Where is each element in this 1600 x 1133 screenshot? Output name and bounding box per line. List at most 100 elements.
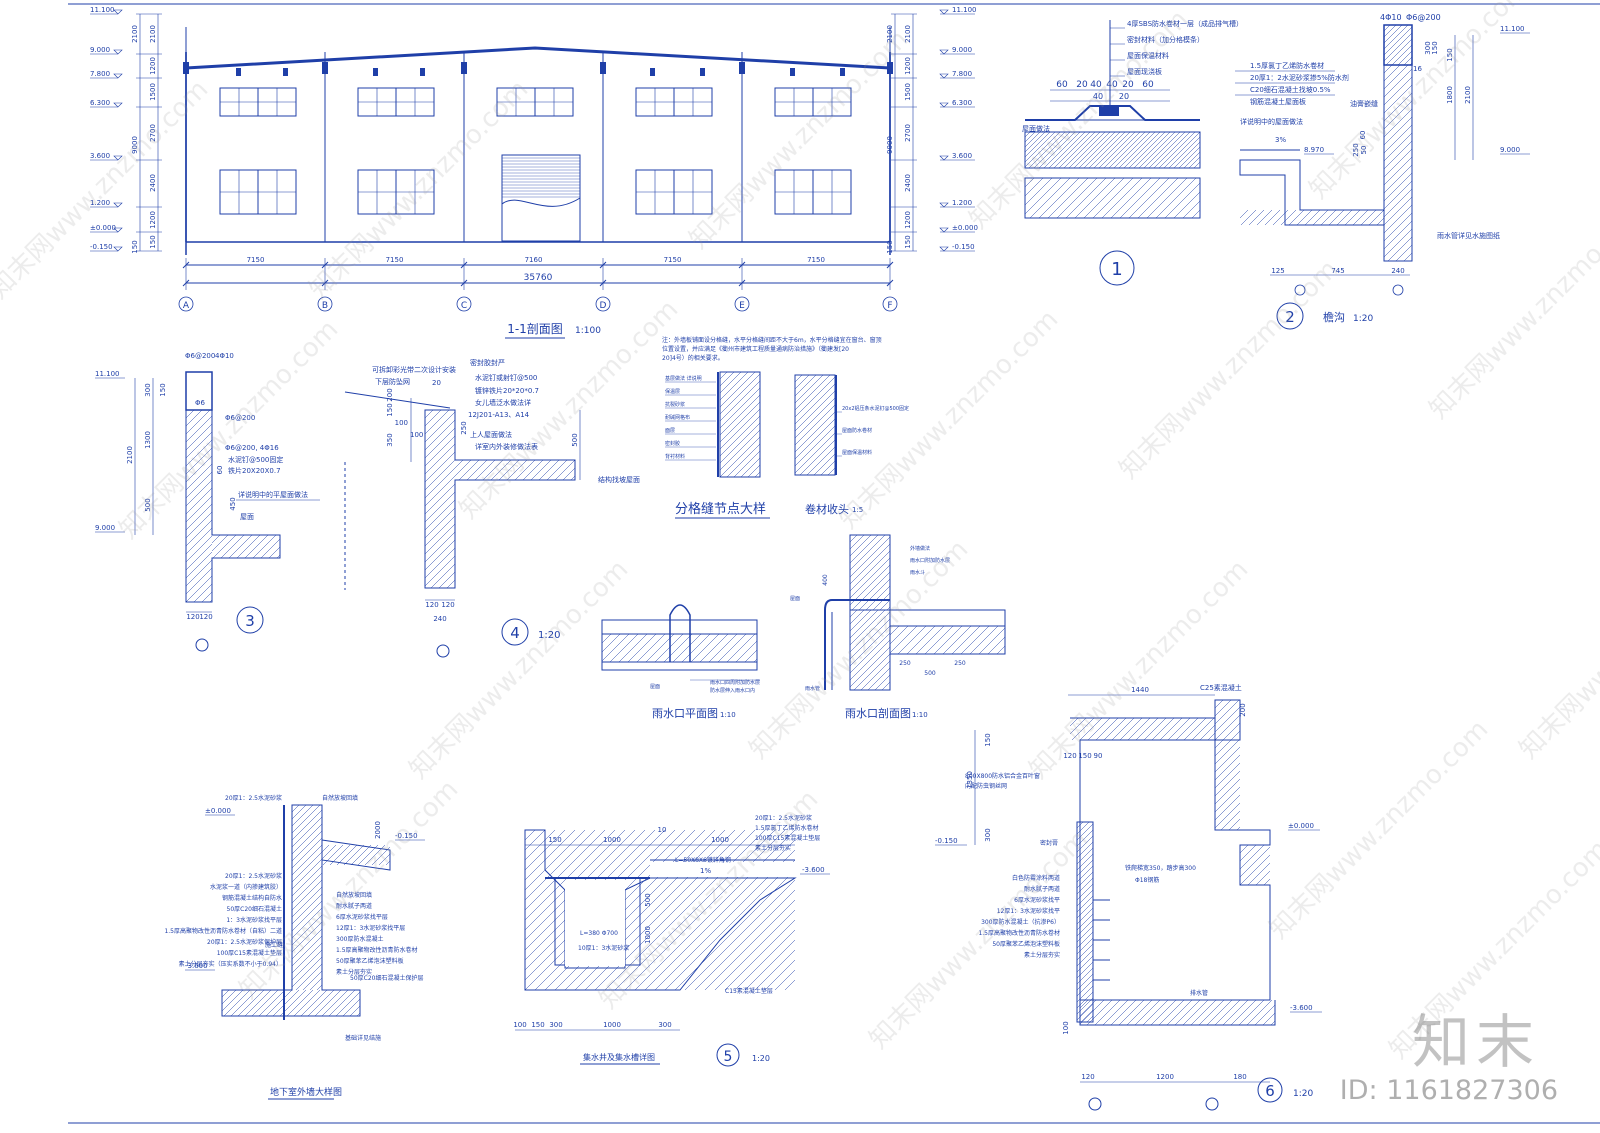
dim-tick bbox=[321, 279, 329, 287]
hatch-line bbox=[525, 830, 546, 851]
hatch-line bbox=[343, 845, 365, 865]
hatch-line bbox=[634, 830, 795, 990]
elevation-triangle bbox=[113, 227, 123, 233]
hatch-line bbox=[734, 929, 795, 990]
hatch-line bbox=[1071, 718, 1095, 740]
door-hatch-lines bbox=[502, 157, 580, 198]
elevation-triangle bbox=[939, 227, 949, 233]
detail-1-slab-hatch bbox=[1025, 178, 1250, 218]
detail-2-dim: 240 bbox=[1391, 267, 1404, 275]
hatch-line bbox=[212, 535, 237, 558]
hatch-line bbox=[570, 475, 575, 480]
hatch-line bbox=[1210, 178, 1250, 218]
detail-2-dim: 2100 bbox=[1464, 86, 1472, 104]
hatch-line bbox=[1215, 786, 1240, 813]
hatch-line bbox=[1068, 132, 1106, 168]
watermark-text: 知末网www.znzmo.com bbox=[1114, 254, 1345, 485]
sump-label: 10厚1：3水泥砂浆 bbox=[578, 944, 629, 952]
basement-wall-hatch bbox=[292, 805, 322, 990]
hatch-line bbox=[385, 990, 411, 1016]
detail-3-dim: 450 bbox=[229, 497, 237, 510]
axis-label: E bbox=[739, 301, 745, 311]
hatch-line bbox=[1025, 132, 1056, 163]
hatch-line bbox=[186, 471, 212, 499]
sump-label: 100厚C15素混凝土垫层 bbox=[755, 834, 820, 842]
watermark-text: 知末网www.znzmo.com bbox=[1024, 554, 1255, 785]
hatch-line bbox=[1215, 738, 1240, 765]
hatch-line bbox=[1038, 178, 1080, 218]
hatch-line bbox=[222, 990, 244, 1012]
hatch-line bbox=[795, 375, 817, 397]
hatch-line bbox=[1214, 1000, 1241, 1025]
hatch-line bbox=[336, 845, 358, 865]
sump-floor-void bbox=[650, 862, 795, 877]
hatch-line bbox=[609, 634, 639, 662]
hatch-line bbox=[1150, 1000, 1177, 1025]
sump-body bbox=[524, 829, 797, 991]
basement-layer-left: 素土分层夯实（压实系数不小于0.94） bbox=[179, 960, 282, 968]
detail-2-elevation: 8.970 bbox=[1304, 146, 1324, 154]
detail-2-number-circle bbox=[1276, 302, 1304, 330]
hatch-line bbox=[525, 830, 586, 891]
hatch-line bbox=[890, 626, 909, 645]
hatch-line bbox=[747, 464, 760, 477]
hatch-line bbox=[1309, 700, 1439, 830]
hatch-line bbox=[1215, 700, 1240, 725]
joint-wall-hatch bbox=[720, 372, 881, 477]
hatch-line bbox=[525, 830, 606, 911]
hatch-line bbox=[1079, 718, 1103, 740]
hatch-line bbox=[1188, 156, 1200, 168]
hatch-line bbox=[186, 559, 212, 587]
hatch-line bbox=[1118, 1000, 1145, 1025]
hatch-line bbox=[1207, 732, 1215, 740]
basement-layer-right: 素土分层夯实 bbox=[336, 968, 372, 976]
axis-circle bbox=[178, 296, 194, 312]
hatch-line bbox=[242, 410, 434, 602]
dim-right: 2100 bbox=[904, 25, 912, 43]
hatch-line bbox=[924, 626, 954, 654]
hatch-line bbox=[292, 879, 322, 911]
basement-layer-left: 20厚1：2.5水泥砂浆 bbox=[225, 872, 282, 880]
hatch-line bbox=[717, 634, 747, 662]
detail-4-number: 4 bbox=[510, 624, 520, 642]
hatch-line bbox=[1312, 210, 1329, 225]
hatch-line bbox=[425, 555, 455, 587]
hatch-line bbox=[1215, 730, 1240, 757]
detail-2-dim: 1800 bbox=[1446, 86, 1454, 104]
elevation-triangle bbox=[113, 9, 123, 15]
hatch-line bbox=[186, 503, 212, 531]
hatch-line bbox=[1166, 1000, 1193, 1025]
hatch-line bbox=[1153, 132, 1191, 168]
detail-2-top: 4Φ10 bbox=[1380, 13, 1402, 22]
hatch-line bbox=[850, 618, 890, 660]
hatch-line bbox=[776, 372, 881, 477]
hatch-line bbox=[1094, 1000, 1121, 1025]
hatch-line bbox=[602, 634, 603, 635]
hatch-line bbox=[1093, 132, 1131, 168]
hatch-line bbox=[1215, 700, 1232, 717]
hatch-line bbox=[1240, 210, 1249, 219]
rain-section-column bbox=[849, 609, 891, 691]
rain-section-label: 雨水斗 bbox=[910, 569, 925, 576]
window-well-structure bbox=[1070, 699, 1271, 1001]
hatch-line bbox=[960, 626, 990, 654]
hatch-line bbox=[1024, 626, 1052, 654]
hatch-line bbox=[186, 535, 212, 563]
elevation-triangle bbox=[113, 102, 123, 108]
hatch-line bbox=[230, 990, 258, 1016]
hatch-line bbox=[795, 376, 835, 418]
detail-2-dim: 150 bbox=[1446, 48, 1454, 61]
hatch-line bbox=[720, 372, 742, 394]
hatch-line bbox=[795, 404, 835, 446]
hatch-line bbox=[1222, 1000, 1249, 1025]
hatch-line bbox=[1065, 178, 1107, 218]
hatch-line bbox=[322, 845, 337, 860]
hatch-line bbox=[212, 535, 221, 544]
hatch-line bbox=[234, 410, 426, 602]
dim-tick bbox=[182, 279, 190, 287]
hatch-line bbox=[942, 626, 972, 654]
hatch-line bbox=[1215, 714, 1240, 741]
hatch-line bbox=[795, 411, 835, 453]
